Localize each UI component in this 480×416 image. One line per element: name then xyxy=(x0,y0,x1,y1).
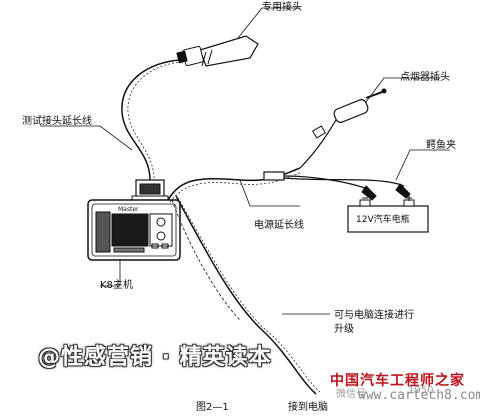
pc-cable xyxy=(175,195,317,395)
overlay-watermark: @性感营销 · 精英读本 xyxy=(38,345,272,370)
label-main-unit: K8主机 xyxy=(100,280,133,291)
alligator-clips xyxy=(361,149,450,201)
k8-main-unit xyxy=(87,199,181,261)
alligator-lead-black xyxy=(283,177,405,187)
faint-watermark-number: 1950 xyxy=(408,385,434,396)
special-connector xyxy=(176,7,300,67)
test-extension-cable xyxy=(121,59,181,181)
faint-watermark-text: 微信号 xyxy=(336,389,366,400)
site-name-watermark: 中国汽车工程师之家 xyxy=(330,373,465,389)
label-pc-upgrade-1: 可与电脑连接进行 xyxy=(334,310,414,321)
figure-caption: 图2—1 xyxy=(196,402,229,413)
label-alligator-clips: 鳄鱼夹 xyxy=(426,140,456,151)
label-test-extension: 测试接头延长线 xyxy=(22,116,92,127)
label-cigarette-plug: 点烟器插头 xyxy=(400,72,450,83)
device-brand: Master xyxy=(118,206,139,213)
label-battery: 12V汽车电瓶 xyxy=(356,215,410,225)
car-battery xyxy=(347,195,429,233)
label-connect-pc: 接到电脑 xyxy=(288,402,328,413)
label-pc-upgrade-2: 升级 xyxy=(334,324,354,335)
cigarette-plug xyxy=(299,77,440,169)
label-special-connector: 专用接头 xyxy=(262,2,302,13)
alligator-lead-red xyxy=(283,175,371,191)
site-url-watermark: www.cartech8.com xyxy=(358,388,480,403)
label-power-extension: 电源延长线 xyxy=(254,220,304,231)
